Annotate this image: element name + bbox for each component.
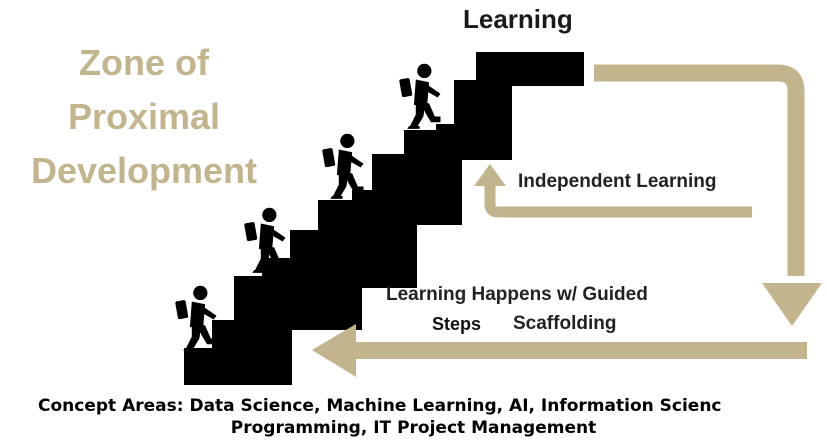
bottom-arrow-shaft (352, 342, 807, 359)
steps-label: Steps (432, 314, 482, 334)
zone-title-line-1: Zone of (79, 42, 209, 83)
guided-learning-label: Learning Happens w/ Guided (386, 284, 648, 305)
concept-areas-caption: Concept Areas: Data Science, Machine Lea… (0, 395, 827, 441)
zone-title-line-3: Development (30, 150, 258, 191)
staircase (184, 52, 584, 385)
independent-arrow (484, 182, 752, 218)
caption-line-1: Concept Areas: Data Science, Machine Lea… (38, 396, 722, 416)
scaffolding-label: Scaffolding (513, 313, 617, 334)
stair-climber-icon (399, 63, 441, 129)
left-arrowhead (312, 324, 356, 377)
caption-line-2: Programming, IT Project Management (230, 418, 597, 438)
independent-learning-label: Independent Learning (518, 171, 717, 192)
zone-title: Zone of Proximal Development (10, 36, 278, 198)
top-label: Learning (463, 4, 573, 34)
stair-climber-icon (244, 207, 286, 273)
up-arrowhead (474, 164, 506, 186)
down-arrowhead (762, 283, 822, 326)
outer-arrow (594, 64, 805, 276)
stair-climber-icon (175, 285, 217, 351)
zone-title-line-2: Proximal (67, 96, 221, 137)
stair-climber-icon (322, 133, 364, 199)
